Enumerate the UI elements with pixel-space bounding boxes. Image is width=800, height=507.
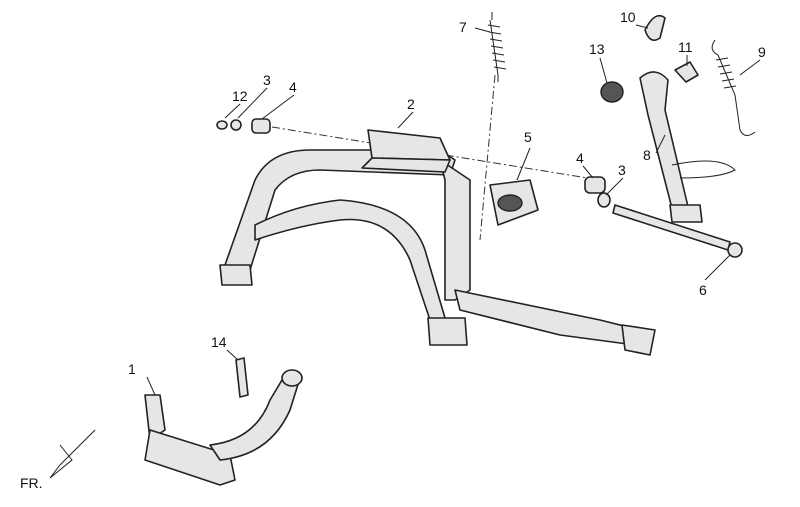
callout-6: 6 bbox=[699, 282, 707, 298]
callout-5: 5 bbox=[524, 129, 532, 145]
callout-13: 13 bbox=[589, 41, 605, 57]
callout-12: 12 bbox=[232, 88, 248, 104]
callout-4: 4 bbox=[289, 79, 297, 95]
leader-lines bbox=[146, 24, 761, 396]
callout-2: 2 bbox=[407, 96, 415, 112]
callout-14: 14 bbox=[211, 334, 227, 350]
rubber-part-13 bbox=[600, 81, 624, 103]
callout-9: 9 bbox=[758, 44, 766, 60]
callout-3: 3 bbox=[618, 162, 626, 178]
callout-1: 1 bbox=[128, 361, 136, 377]
callout-4: 4 bbox=[576, 150, 584, 166]
clip-part-10 bbox=[644, 14, 666, 41]
callout-11: 11 bbox=[678, 39, 693, 55]
spring-part-7 bbox=[487, 12, 507, 82]
callout-10: 10 bbox=[620, 9, 636, 25]
spring-axis-line bbox=[479, 74, 496, 241]
spring-part-9 bbox=[711, 39, 756, 136]
kick-pedal-part-1 bbox=[144, 369, 303, 486]
bolt-part-14 bbox=[235, 357, 249, 398]
bushings-right bbox=[584, 176, 611, 208]
side-stand-part-8 bbox=[639, 71, 736, 223]
callout-3: 3 bbox=[263, 72, 271, 88]
callout-8: 8 bbox=[643, 147, 651, 163]
callout-7: 7 bbox=[459, 19, 467, 35]
stopper-part-5 bbox=[489, 179, 539, 226]
stand-bracket-part-2 bbox=[361, 129, 451, 173]
bushings-left bbox=[216, 118, 271, 134]
front-direction-label: FR. bbox=[20, 475, 43, 491]
bolt-part-11 bbox=[674, 61, 699, 83]
main-stand bbox=[219, 149, 656, 356]
front-direction-arrow bbox=[49, 429, 96, 479]
